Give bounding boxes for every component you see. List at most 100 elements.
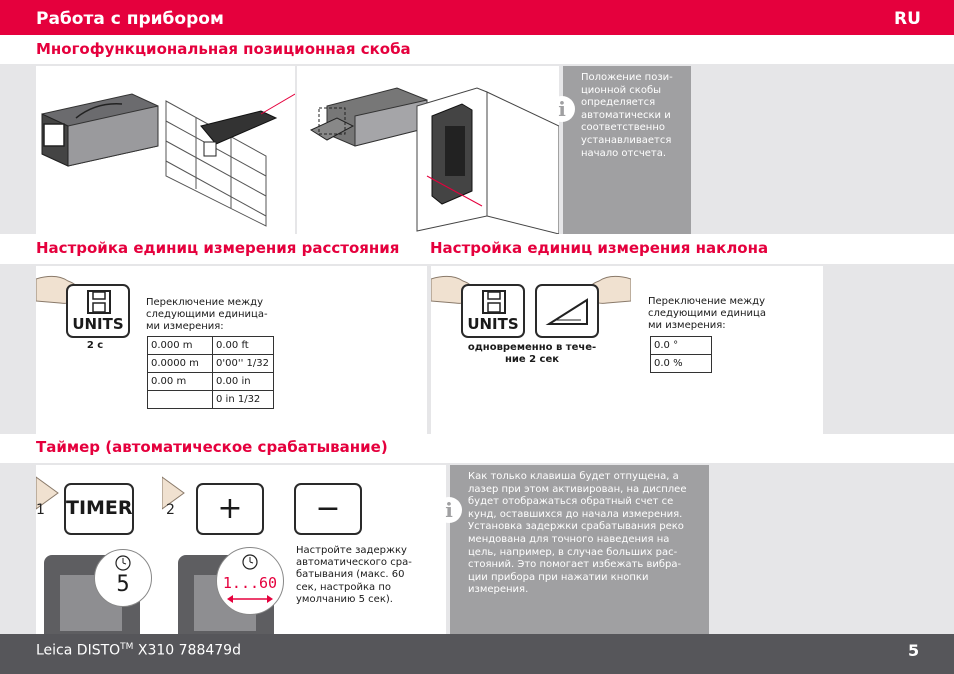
tilt-key-button[interactable] bbox=[535, 284, 599, 338]
bracket-note-line: начало отсчета. bbox=[581, 147, 667, 159]
bracket-note-line: ционной скобы bbox=[581, 84, 662, 96]
timer-note-line: кунд, оставшихся до начала измерения. bbox=[468, 508, 683, 520]
table-cell: 0.0 % bbox=[650, 354, 712, 373]
timer-key-button[interactable]: TIMER bbox=[64, 483, 134, 535]
desc-line: Настройте задержку bbox=[296, 545, 407, 556]
bracket-figure-1 bbox=[36, 66, 296, 234]
page-number: 5 bbox=[908, 641, 920, 660]
table-row: 0 in 1/32 bbox=[147, 390, 274, 409]
units-key-button[interactable]: UNITS bbox=[461, 284, 525, 338]
bracket-note-line: Положение пози- bbox=[581, 72, 673, 83]
section-title-bracket: Многофункциональная позиционная скоба bbox=[36, 40, 411, 58]
table-row: 0.0 ° bbox=[650, 336, 712, 355]
desc-line: ми измерения: bbox=[146, 321, 224, 333]
desc-line: сек, настройка по bbox=[296, 581, 392, 593]
section-title-timer: Таймер (автоматическое срабатывание) bbox=[36, 438, 388, 456]
plus-key-button[interactable]: + bbox=[196, 483, 264, 535]
bracket-note-panel: i Положение пози- ционной скобы определя… bbox=[549, 66, 691, 234]
footer-product-name: Leica DISTO bbox=[36, 642, 121, 659]
distance-units-panel: UNITS 2 с Переключение между следующими … bbox=[36, 266, 427, 434]
floppy-icon bbox=[482, 290, 506, 314]
bracket-device-illustration-1 bbox=[41, 93, 296, 227]
timer-note-line: Как только клавиша будет отпущена, а bbox=[468, 471, 679, 482]
desc-line: следующими единица bbox=[648, 308, 766, 320]
clock-icon bbox=[242, 554, 258, 570]
floppy-icon bbox=[87, 290, 111, 314]
table-cell bbox=[147, 390, 213, 409]
hand-press-icon bbox=[162, 476, 185, 510]
footer-model: X310 788479d bbox=[133, 642, 241, 659]
desc-line: умолчанию 5 сек). bbox=[296, 593, 393, 605]
section-title-tilt-units: Настройка единиц измерения наклона bbox=[430, 239, 769, 257]
clock-icon bbox=[115, 555, 131, 571]
step-number: 1 bbox=[36, 502, 45, 518]
timer-description: Настройте задержку автоматического сра- … bbox=[296, 545, 436, 606]
table-cell: 0 in 1/32 bbox=[212, 390, 274, 409]
desc-line: Переключение между bbox=[146, 297, 263, 308]
units-key-label: UNITS bbox=[72, 315, 124, 333]
footer-product: Leica DISTOTM X310 788479d bbox=[36, 642, 241, 659]
tilt-units-panel: UNITS одновременно в тече- ние 2 сек Пер… bbox=[431, 266, 823, 434]
plus-key-label: + bbox=[217, 491, 243, 526]
display-bubble: 1...60 bbox=[216, 547, 284, 615]
info-icon: i bbox=[436, 497, 462, 523]
table-row: 0.0 % bbox=[650, 354, 712, 373]
timer-note-line: цель, например, в случае больших рас- bbox=[468, 546, 678, 558]
distance-units-description: Переключение между следующими единица- м… bbox=[146, 297, 296, 334]
display-value: 5 bbox=[116, 572, 130, 597]
desc-line: автоматического сра- bbox=[296, 557, 412, 569]
timer-note-panel: i Как только клавиша будет отпущена, а л… bbox=[436, 465, 709, 634]
bracket-device-illustration-2 bbox=[309, 87, 560, 235]
simultaneous-press-note: одновременно в тече- ние 2 сек bbox=[457, 342, 607, 366]
timer-panel: 1 TIMER 2 + − 5 1...60 bbox=[36, 465, 446, 634]
timer-note-line: стояний. Это помогает избежать вибра- bbox=[468, 559, 682, 571]
timer-note-line: Установка задержки срабатывания реко bbox=[468, 521, 684, 533]
timer-key-label: TIMER bbox=[66, 497, 133, 519]
display-bubble: 5 bbox=[94, 549, 152, 607]
bracket-figure-2 bbox=[297, 66, 560, 235]
desc-line: батывания (макс. 60 bbox=[296, 569, 405, 581]
bracket-note-line: устанавливается bbox=[581, 134, 672, 146]
desc-line: следующими единица- bbox=[146, 309, 268, 321]
timer-note-line: лазер при этом активирован, на дисплее bbox=[468, 483, 687, 495]
timer-note-line: измерения. bbox=[468, 584, 529, 596]
display-range-value: 1...60 bbox=[222, 574, 278, 592]
trademark-mark: TM bbox=[120, 642, 134, 652]
section-title-distance-units: Настройка единиц измерения расстояния bbox=[36, 239, 400, 257]
minus-key-button[interactable]: − bbox=[294, 483, 362, 535]
table-cell: 0'00'' 1/32 bbox=[212, 354, 274, 373]
table-cell: 0.00 m bbox=[147, 372, 213, 391]
header-bar bbox=[0, 0, 954, 35]
timer-note-line: ции прибора при нажатии кнопки bbox=[468, 571, 649, 583]
tilt-units-table: 0.0 ° 0.0 % bbox=[650, 336, 712, 373]
footer-bar bbox=[0, 634, 954, 674]
step-number: 2 bbox=[166, 502, 175, 518]
note-line: ние 2 сек bbox=[504, 354, 560, 366]
bracket-note-line: автоматически и bbox=[581, 109, 671, 121]
bracket-note-line: соответственно bbox=[581, 122, 665, 134]
units-key-button[interactable]: UNITS bbox=[66, 284, 130, 338]
timer-note-line: будет отображаться обратный счет се bbox=[468, 496, 674, 508]
language-code: RU bbox=[894, 9, 921, 29]
table-cell: 0.000 m bbox=[147, 336, 213, 355]
info-icon: i bbox=[549, 96, 575, 122]
minus-key-label: − bbox=[315, 491, 341, 526]
bracket-note-line: определяется bbox=[581, 97, 656, 109]
tilt-units-description: Переключение между следующими единица ми… bbox=[648, 296, 808, 333]
desc-line: Переключение между bbox=[648, 296, 765, 307]
note-line: одновременно в тече- bbox=[467, 342, 597, 353]
press-duration: 2 с bbox=[86, 340, 104, 351]
table-cell: 0.00 ft bbox=[212, 336, 274, 355]
hand-press-icon bbox=[36, 476, 59, 510]
table-cell: 0.0 ° bbox=[650, 336, 712, 355]
table-cell: 0.0000 m bbox=[147, 354, 213, 373]
units-key-label: UNITS bbox=[467, 315, 519, 333]
range-arrow-icon bbox=[227, 595, 273, 603]
table-cell: 0.00 in bbox=[212, 372, 274, 391]
timer-note-line: мендована для точного наведения на bbox=[468, 533, 670, 545]
desc-line: ми измерения: bbox=[648, 320, 726, 332]
